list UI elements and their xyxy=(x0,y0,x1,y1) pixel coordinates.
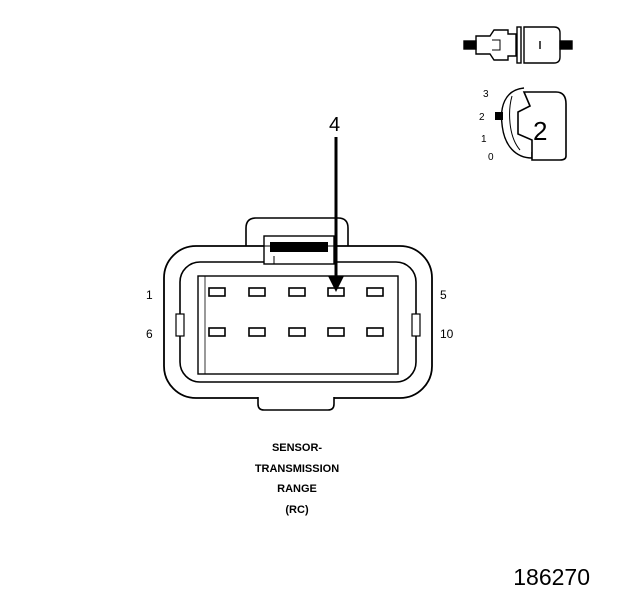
latch-lock xyxy=(263,235,335,265)
key-position-value: 2 xyxy=(533,116,547,146)
connector-side-view-icon xyxy=(463,26,573,64)
pin-label-6: 6 xyxy=(146,327,153,341)
pin-7 xyxy=(248,327,266,337)
pin-2 xyxy=(248,287,266,297)
callout-arrow xyxy=(328,137,344,292)
pin-6 xyxy=(208,327,226,337)
figure-number: 186270 xyxy=(513,564,590,590)
caption-line-3: RANGE xyxy=(277,483,317,495)
pin-9 xyxy=(327,327,345,337)
pin-label-5: 5 xyxy=(440,288,447,302)
pin-10 xyxy=(366,327,384,337)
pin-8 xyxy=(288,327,306,337)
connector-caption: SENSOR- TRANSMISSION RANGE (RC) xyxy=(222,438,372,520)
key-position-2: 2 xyxy=(479,112,485,123)
callout-label: 4 xyxy=(329,114,340,136)
pin-3 xyxy=(288,287,306,297)
key-marker-icon xyxy=(495,112,503,120)
pin-label-10: 10 xyxy=(440,327,454,341)
pin-5 xyxy=(366,287,384,297)
key-position-icon: 3 2 1 0 2 xyxy=(479,87,567,163)
pin-row-bottom xyxy=(208,327,384,337)
pin-1 xyxy=(208,287,226,297)
caption-line-2: TRANSMISSION xyxy=(254,462,340,475)
pin-label-1: 1 xyxy=(146,288,153,302)
key-position-0: 0 xyxy=(488,152,494,163)
connector-housing xyxy=(163,217,433,411)
caption-line-1: SENSOR- xyxy=(271,442,323,454)
caption-line-4: (RC) xyxy=(285,503,309,516)
key-position-3: 3 xyxy=(483,89,489,100)
key-position-1: 1 xyxy=(481,134,487,145)
